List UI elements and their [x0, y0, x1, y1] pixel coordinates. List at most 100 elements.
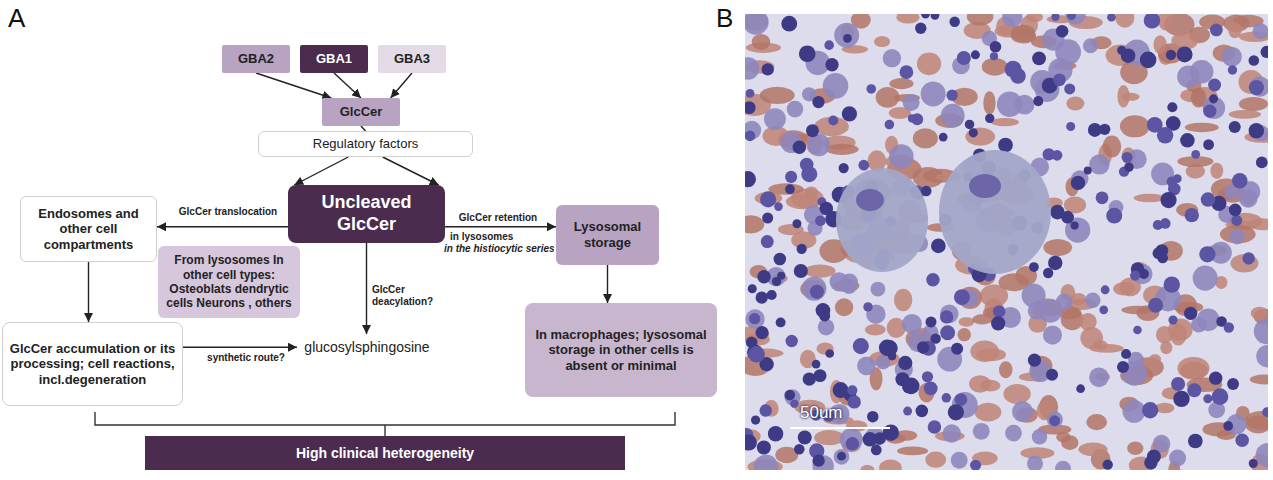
panel-letter: B	[716, 3, 733, 34]
arrow-connector	[157, 226, 288, 227]
nucleus	[810, 285, 824, 299]
nucleus	[762, 213, 773, 224]
nucleus	[1164, 276, 1180, 292]
node-text: Lysosomal storage	[562, 219, 653, 250]
myeloid-cell	[1089, 154, 1109, 174]
nucleus	[991, 316, 1005, 330]
myeloid-cell	[1190, 60, 1214, 84]
nucleus	[847, 385, 857, 395]
nucleus	[792, 219, 801, 228]
nucleus	[940, 310, 953, 323]
nucleus	[749, 313, 760, 324]
nucleus	[772, 277, 781, 286]
nucleus	[921, 14, 930, 19]
nucleus	[1187, 383, 1201, 397]
red-cell	[1115, 14, 1134, 28]
nucleus	[1203, 104, 1216, 117]
nucleus	[1071, 222, 1079, 230]
red-cell	[1134, 194, 1165, 202]
nucleus	[1107, 14, 1116, 22]
nucleus	[1173, 174, 1182, 183]
myeloid-cell	[1056, 294, 1073, 311]
nucleus	[785, 171, 797, 183]
nucleus	[1052, 150, 1063, 161]
arrow-connector	[445, 226, 556, 227]
red-cell	[860, 465, 874, 470]
nucleus	[921, 186, 932, 197]
myeloid-cell	[1085, 292, 1100, 307]
nucleus	[745, 130, 755, 141]
nucleus	[1103, 460, 1113, 470]
cell-type-box: From lysosomes In other cell types: Oste…	[158, 246, 300, 318]
node-text: Regulatory factors	[313, 136, 419, 152]
nucleus	[814, 369, 827, 382]
nucleus	[1071, 176, 1085, 190]
node-text: GBA1	[316, 51, 352, 67]
central-box: Uncleaved GlcCer	[288, 185, 445, 243]
red-cell	[991, 118, 1019, 126]
nucleus	[846, 437, 859, 450]
nucleus	[1231, 215, 1242, 226]
nucleus	[757, 440, 771, 454]
myeloid-cell	[1015, 95, 1035, 115]
nucleus	[993, 305, 1005, 317]
nucleus	[756, 292, 768, 304]
nucleus	[794, 264, 808, 278]
red-cell	[865, 324, 886, 336]
red-cell	[983, 91, 995, 115]
nucleus	[1185, 208, 1199, 222]
nucleus	[768, 426, 783, 441]
nucleus	[990, 52, 998, 60]
nucleus	[793, 141, 807, 155]
red-cell	[745, 215, 764, 233]
nucleus	[1124, 162, 1133, 171]
nucleus	[761, 235, 774, 248]
nucleus	[915, 23, 926, 34]
red-cell	[959, 317, 975, 326]
nucleus	[1262, 407, 1268, 417]
nucleus	[1188, 434, 1203, 449]
nucleus	[1232, 173, 1247, 188]
myeloid-cell	[1229, 229, 1244, 244]
node-text: GBA2	[238, 51, 274, 67]
nucleus	[848, 395, 861, 408]
nucleus	[825, 349, 834, 358]
red-cell	[874, 36, 890, 47]
nucleus	[801, 166, 817, 182]
nucleus	[767, 290, 777, 300]
bracket	[95, 412, 675, 436]
nucleus	[939, 133, 948, 142]
nucleus	[1256, 157, 1268, 169]
nucleus	[1049, 415, 1060, 426]
nucleus	[1209, 371, 1222, 384]
nucleus	[1224, 322, 1234, 332]
myeloid-cell	[834, 449, 850, 465]
nucleus	[1157, 253, 1168, 264]
nucleus	[1249, 55, 1260, 66]
red-cell	[1185, 123, 1219, 132]
red-cell	[1251, 307, 1268, 320]
myeloid-cell	[941, 104, 965, 128]
red-cell	[1066, 97, 1084, 111]
red-cell	[1220, 225, 1256, 243]
red-cell	[1229, 110, 1261, 119]
nucleus	[1028, 354, 1041, 367]
nucleus	[1249, 459, 1258, 468]
nucleus	[1148, 298, 1163, 313]
nucleus	[1147, 449, 1161, 463]
gaucher-nucleus	[969, 174, 1001, 198]
nucleus	[1048, 256, 1062, 270]
nucleus	[1261, 46, 1268, 58]
red-cell	[913, 128, 938, 148]
myeloid-cell	[889, 144, 914, 169]
red-cell	[917, 53, 941, 76]
red-cell	[1228, 22, 1241, 38]
red-cell	[1061, 435, 1078, 450]
red-cell	[975, 403, 1002, 422]
red-cell	[1239, 97, 1268, 111]
nucleus	[885, 120, 895, 130]
myeloid-cell	[1055, 461, 1071, 470]
node-text: Endosomes and other cell compartments	[27, 206, 150, 253]
nucleus	[745, 171, 756, 187]
nucleus	[1249, 123, 1264, 138]
